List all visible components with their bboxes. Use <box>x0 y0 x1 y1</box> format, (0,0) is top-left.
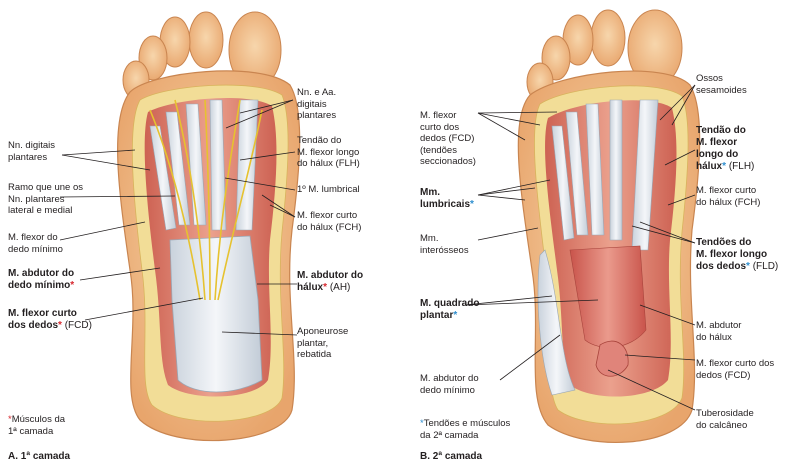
star-blue: * <box>470 199 474 210</box>
label-aponeurose: Aponeurose plantar, rebatida <box>297 326 349 360</box>
label-m-abdutor-dedo-minimo: M. abdutor do dedo mínimo* <box>8 268 75 291</box>
label-abdutor-halux-b: M. abdutor do hálux <box>696 320 742 343</box>
label-ramo: Ramo que une os Nn. plantares lateral e … <box>8 182 83 216</box>
label-interosseos: Mm. interósseos <box>420 233 469 256</box>
legend-b: *Tendões e músculos da 2ª camada <box>420 418 511 441</box>
label-fch-b: M. flexor curto do hálux (FCH) <box>696 185 761 208</box>
label-tendao-flh-b: Tendão do M. flexor longo do hálux* (FLH… <box>696 125 755 172</box>
caption-b: B. 2ª camada <box>420 451 483 462</box>
star-red: * <box>58 320 62 331</box>
toe-a-2 <box>188 11 224 69</box>
label-nn-aa-digitais: Nn. e Aa. digitais plantares <box>297 87 337 121</box>
star-red: * <box>8 414 12 425</box>
nerves-a <box>149 99 263 301</box>
star-blue: * <box>722 161 727 172</box>
label-tendao-flh-a: Tendão do M. flexor longo do hálux (FLH) <box>297 135 360 169</box>
label-lumbrical: 1º M. lumbrical <box>297 184 360 195</box>
toe-b-2 <box>590 9 626 67</box>
label-m-flexor-dedo-minimo: M. flexor do dedo mínimo <box>8 232 63 255</box>
cut-fcd-b <box>595 340 629 377</box>
label-m-flexor-curto-dedos: M. flexor curto dos dedos* (FCD) <box>8 308 92 331</box>
label-m-abdutor-halux: M. abdutor do hálux* (AH) <box>297 270 364 293</box>
label-tuberosidade: Tuberosidade do calcâneo <box>696 408 754 431</box>
legend-a: *Músculos da 1ª camada <box>8 414 66 437</box>
star-red: * <box>70 280 75 291</box>
label-abdutor-dedo-minimo-b: M. abdutor do dedo mínimo <box>420 373 479 396</box>
aponeurosis-a <box>169 235 263 393</box>
label-fch-a: M. flexor curto do hálux (FCH) <box>297 210 362 233</box>
label-ossos-sesamoides: Ossos sesamoides <box>696 73 747 96</box>
leader-lines <box>59 84 696 411</box>
label-flexor-curto-dedos-b: M. flexor curto dos dedos (FCD) <box>696 358 775 381</box>
tendons-b <box>551 99 659 251</box>
foot-a <box>117 11 301 442</box>
caption-a: A. 1ª camada <box>8 451 71 462</box>
label-nn-digitais-plantares: Nn. digitais plantares <box>8 140 55 163</box>
star-red: * <box>323 282 328 293</box>
label-fcd-b: M. flexor curto dos dedos (FCD) (tendões… <box>420 110 476 167</box>
abductor-digiti-minimi-b <box>537 249 576 396</box>
label-lumbricais: Mm. lumbricais* <box>420 187 474 210</box>
star-blue: * <box>746 261 750 272</box>
label-tendoes-fld: Tendões do M. flexor longo dos dedos* (F… <box>696 237 779 272</box>
star-blue: * <box>420 418 424 429</box>
foot-b <box>517 9 701 443</box>
label-quadrado-plantar: M. quadrado plantar* <box>420 298 480 321</box>
star-blue: * <box>453 310 458 321</box>
